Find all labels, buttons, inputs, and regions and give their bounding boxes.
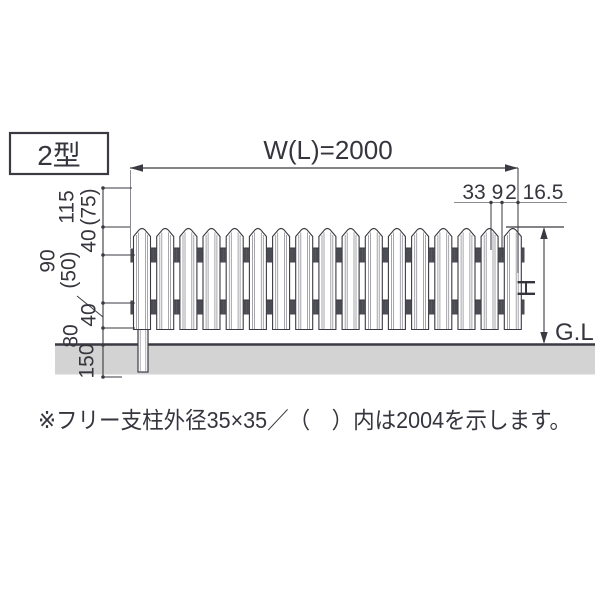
- width-dimension: W(L)=2000: [130, 135, 519, 273]
- picket: [361, 227, 386, 331]
- arrow-down-icon: [540, 332, 548, 344]
- model-label-box: 2型: [8, 131, 110, 176]
- picket-panel: [129, 227, 525, 331]
- picket: [129, 227, 155, 331]
- picket: [431, 227, 456, 331]
- picket: [268, 227, 294, 331]
- picket: [338, 227, 363, 331]
- picket: [153, 227, 178, 331]
- arrow-right-icon: [505, 164, 518, 172]
- left-dimension-chain: 115 (75) 40 90 (50) 40 80 150: [36, 186, 135, 379]
- picket: [407, 227, 433, 331]
- width-dimension-label: W(L)=2000: [263, 135, 392, 165]
- arrow-left-icon: [130, 164, 143, 172]
- picket-top-dim-label: 115: [55, 190, 78, 223]
- picket: [384, 227, 410, 331]
- rail-gap-dim-label: 90: [36, 249, 59, 272]
- ground-level-label: G.L: [555, 319, 594, 346]
- model-label: 2型: [37, 140, 81, 171]
- rail-gap-paren-label: (50): [57, 251, 80, 288]
- picket: [454, 227, 479, 331]
- picket: [222, 227, 247, 331]
- ground-clearance-dim-label: 80: [59, 324, 82, 347]
- note-text: ※フリー支柱外径35×35／（ ）内は2004を示します。: [38, 407, 571, 433]
- ground-surface: [55, 345, 595, 375]
- arrow-up-icon: [540, 227, 548, 239]
- picket-width-label: 33: [462, 181, 485, 204]
- picket: [199, 227, 224, 331]
- picket-top-paren-label: (75): [77, 188, 100, 225]
- upper-rail-dim-label: 40: [77, 229, 100, 252]
- picket: [245, 227, 271, 331]
- picket: [176, 227, 201, 331]
- picket: [477, 227, 502, 331]
- picket-gap-label: 9: [492, 181, 504, 204]
- height-dimension: H G.L: [506, 226, 594, 346]
- picket: [315, 227, 340, 331]
- picket: [292, 227, 317, 331]
- end-detail-dimensions: 33 9 2 16.5: [454, 181, 567, 257]
- end-offset-label: 16.5: [523, 181, 564, 204]
- embedment-dim-label: 150: [75, 343, 98, 378]
- height-label: H: [513, 279, 541, 297]
- clip-thickness-label: 2: [505, 181, 517, 204]
- lower-rail-dim-label: 40: [77, 303, 100, 326]
